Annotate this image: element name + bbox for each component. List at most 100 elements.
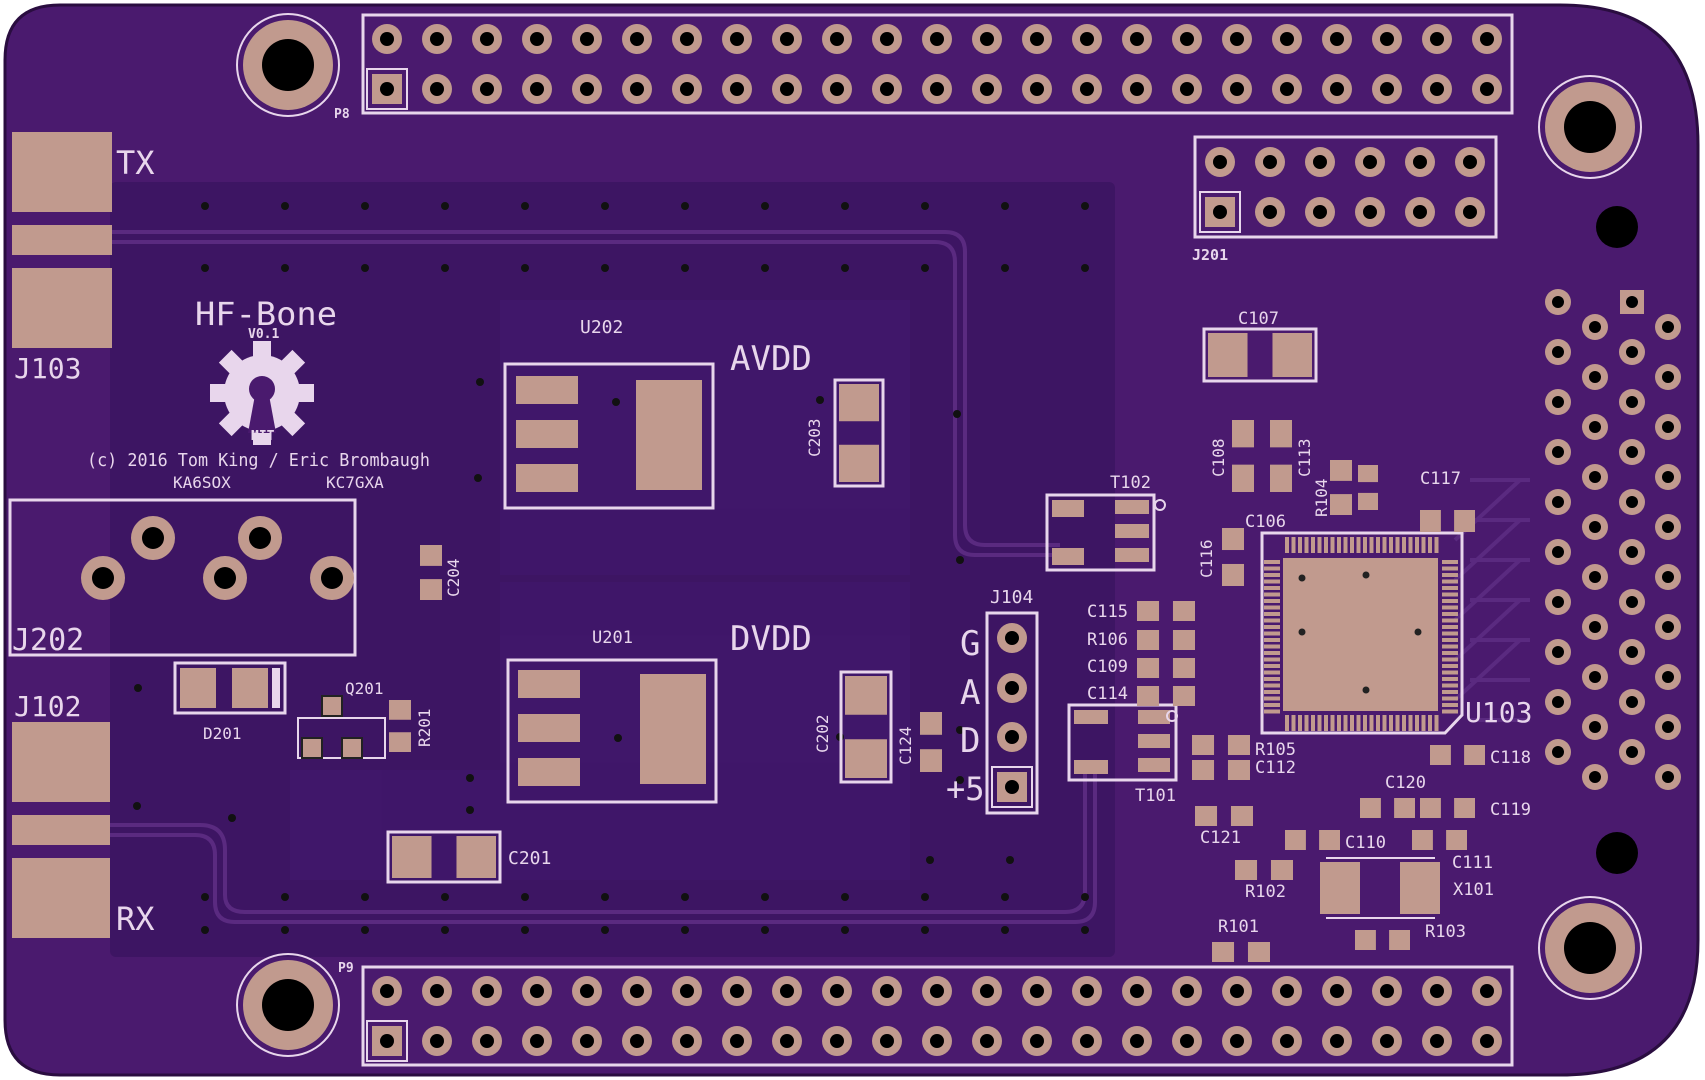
pin xyxy=(772,24,802,54)
vias xyxy=(133,202,1089,934)
pin xyxy=(1545,439,1571,465)
pin xyxy=(872,976,902,1006)
pin xyxy=(1255,197,1285,227)
passive xyxy=(1192,735,1250,755)
pin xyxy=(472,74,502,104)
passive xyxy=(1137,658,1195,678)
pin xyxy=(1472,74,1502,104)
pin xyxy=(622,1026,652,1056)
pin xyxy=(997,722,1027,752)
via xyxy=(614,734,622,742)
pin xyxy=(722,24,752,54)
pin xyxy=(1355,147,1385,177)
pin xyxy=(1322,1026,1352,1056)
via xyxy=(953,410,961,418)
p9-header-outline xyxy=(361,965,1514,1067)
mounting-hole xyxy=(1538,75,1642,179)
mounting-hole xyxy=(236,13,340,117)
j104-pin-d-label: D xyxy=(960,721,980,761)
via xyxy=(612,398,620,406)
pin xyxy=(472,976,502,1006)
via xyxy=(1081,893,1089,901)
j202-pins xyxy=(81,516,354,600)
u202-label: U202 xyxy=(580,317,623,338)
via xyxy=(926,856,934,864)
u201-regulator xyxy=(506,658,718,804)
pin xyxy=(1322,74,1352,104)
callsign-left: KA6SOX xyxy=(173,473,231,492)
pin xyxy=(622,976,652,1006)
j201-pins xyxy=(1199,147,1485,233)
c124-label: C124 xyxy=(896,726,915,765)
pin xyxy=(1545,639,1571,665)
pin xyxy=(1255,147,1285,177)
r103-label: R103 xyxy=(1425,922,1466,942)
passive xyxy=(1192,760,1250,780)
j104-label: J104 xyxy=(990,587,1033,608)
c109-label: C109 xyxy=(1087,657,1128,677)
c119-label: C119 xyxy=(1490,800,1531,820)
pin xyxy=(1222,1026,1252,1056)
c115-label: C115 xyxy=(1087,602,1128,622)
passive xyxy=(1235,860,1293,880)
via xyxy=(441,264,449,272)
pin xyxy=(1582,514,1608,540)
pin xyxy=(572,1026,602,1056)
mounting-holes xyxy=(236,13,1642,1057)
pin xyxy=(1022,24,1052,54)
t102-transformer xyxy=(1045,493,1166,572)
pin xyxy=(1655,514,1681,540)
pin xyxy=(1582,364,1608,390)
pin xyxy=(572,74,602,104)
r105-label: R105 xyxy=(1255,740,1296,760)
pin xyxy=(1472,976,1502,1006)
pin xyxy=(1619,339,1645,365)
via xyxy=(841,264,849,272)
passive xyxy=(1412,830,1467,850)
pin xyxy=(1655,314,1681,340)
pin xyxy=(1172,74,1202,104)
via xyxy=(956,776,964,784)
j104-header-outline xyxy=(985,611,1039,815)
via xyxy=(921,893,929,901)
pin xyxy=(422,976,452,1006)
p9-pins xyxy=(366,976,1502,1062)
via xyxy=(466,806,474,814)
pin xyxy=(472,1026,502,1056)
c107-label: C107 xyxy=(1238,309,1279,329)
pin xyxy=(1405,147,1435,177)
right-edge-pin-array xyxy=(1545,289,1681,790)
c108-label: C108 xyxy=(1209,438,1228,477)
via xyxy=(601,264,609,272)
pin xyxy=(1619,489,1645,515)
passive xyxy=(1355,930,1410,950)
c106-label: C106 xyxy=(1245,512,1286,532)
passive-components xyxy=(386,327,1485,962)
t101-label: T101 xyxy=(1135,786,1176,806)
c202-label: C202 xyxy=(813,714,832,753)
copyright-text: (c) 2016 Tom King / Eric Brombaugh xyxy=(87,450,430,471)
passive xyxy=(1420,510,1475,532)
via xyxy=(956,556,964,564)
c203-label: C203 xyxy=(805,418,824,457)
p9-label: P9 xyxy=(338,961,354,976)
r101-label: R101 xyxy=(1218,917,1259,937)
pin xyxy=(1582,664,1608,690)
via xyxy=(521,264,529,272)
via xyxy=(681,926,689,934)
t101-transformer xyxy=(1067,703,1178,782)
passive xyxy=(1195,806,1253,826)
pin xyxy=(1582,464,1608,490)
passive xyxy=(1358,465,1378,510)
via xyxy=(841,926,849,934)
via xyxy=(1001,926,1009,934)
pin xyxy=(822,1026,852,1056)
via xyxy=(601,893,609,901)
pin xyxy=(522,74,552,104)
j201-label: J201 xyxy=(1192,246,1228,264)
via xyxy=(361,264,369,272)
x101-label: X101 xyxy=(1453,880,1494,900)
via xyxy=(201,926,209,934)
via xyxy=(1001,202,1009,210)
